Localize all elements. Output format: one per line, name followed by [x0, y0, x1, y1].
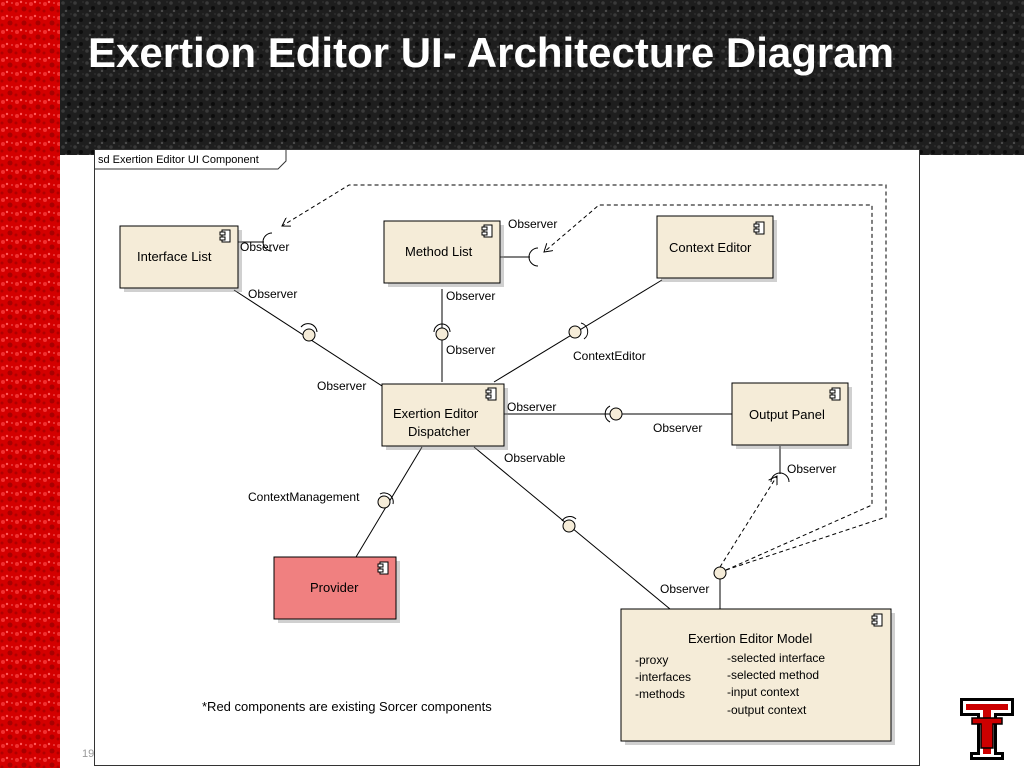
legend-note: *Red components are existing Sorcer comp… [202, 699, 492, 714]
component-context-editor: Context Editor [656, 215, 777, 282]
label-dispatcher-left: Observer [317, 379, 366, 393]
double-t-logo [960, 698, 1014, 760]
required-interface-sockets [262, 232, 790, 522]
architecture-diagram: sd Exertion Editor UI Component [94, 149, 920, 766]
interface-list-label: Interface List [137, 249, 212, 264]
slide-title: Exertion Editor UI- Architecture Diagram [88, 29, 894, 76]
label-model-provided: Observer [660, 582, 709, 596]
provided-interface-balls [302, 325, 727, 580]
interface-labels: Observer Observer Observer Observer Obse… [240, 217, 836, 596]
output-panel-label: Output Panel [749, 407, 825, 422]
frame-tab [94, 149, 287, 170]
label-method-list-required: Observer [508, 217, 557, 231]
model-attr-output-context: -output context [727, 703, 807, 717]
model-attr-input-context: -input context [727, 685, 800, 699]
model-attr-methods: -methods [635, 687, 685, 701]
dependency-arrows [282, 184, 887, 571]
label-interface-list-required: Observer [240, 240, 289, 254]
label-method-list-provided: Observer [446, 289, 495, 303]
label-method-list-dispatcher: Observer [446, 343, 495, 357]
component-exertion-editor-model: Exertion Editor Model -proxy -interfaces… [620, 608, 895, 745]
component-dispatcher: Exertion Editor Dispatcher [381, 383, 508, 450]
model-attr-selected-method: -selected method [727, 668, 819, 682]
component-output-panel: Output Panel [731, 382, 852, 449]
red-side-band [0, 0, 60, 768]
dispatcher-label-line1: Exertion Editor [393, 406, 479, 421]
component-interface-list: Interface List [119, 225, 242, 292]
label-dispatcher-observable: Observable [504, 451, 566, 465]
model-attr-interfaces: -interfaces [635, 670, 691, 684]
context-editor-label: Context Editor [669, 240, 752, 255]
component-provider: Provider [273, 556, 400, 623]
model-title: Exertion Editor Model [688, 631, 812, 646]
label-output-panel-required: Observer [787, 462, 836, 476]
page-number: 19 [82, 748, 95, 760]
label-interface-list-link: Observer [248, 287, 297, 301]
label-output-panel-link: Observer [653, 421, 702, 435]
diagram-frame-label: sd Exertion Editor UI Component [98, 154, 259, 166]
component-method-list: Method List [383, 220, 504, 287]
provider-label: Provider [310, 580, 359, 595]
model-attr-selected-interface: -selected interface [727, 651, 825, 665]
model-attr-proxy: -proxy [635, 653, 668, 667]
label-context-editor-link: ContextEditor [573, 349, 646, 363]
method-list-label: Method List [405, 244, 473, 259]
label-dispatcher-right: Observer [507, 400, 556, 414]
label-context-management: ContextManagement [248, 490, 360, 504]
dispatcher-label-line2: Dispatcher [408, 424, 471, 439]
dark-header-band [60, 0, 1024, 155]
